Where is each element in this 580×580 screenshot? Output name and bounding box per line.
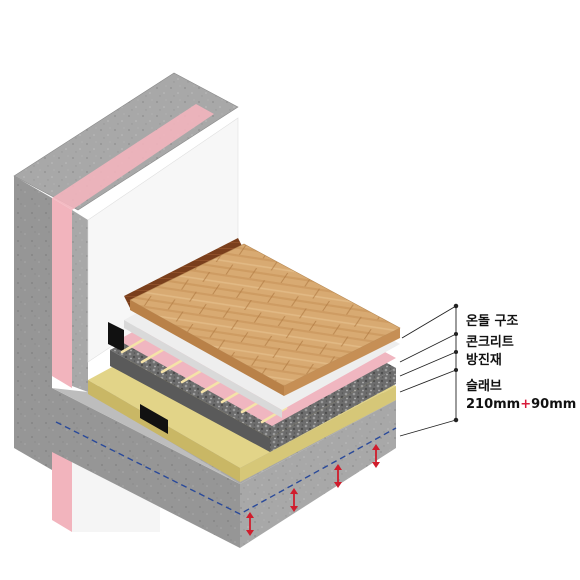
- wood-floor: [124, 238, 401, 396]
- wall-insulation-top: [52, 104, 214, 210]
- slab-thickness-a: 210mm: [466, 397, 520, 412]
- wall: [13, 72, 239, 532]
- label-ondol: 온돌 구조: [466, 314, 518, 329]
- gravel-right: [270, 368, 396, 452]
- label-slab-thickness: 210mm+90mm: [466, 397, 576, 412]
- black-spacer-block: [140, 404, 168, 434]
- arrow-icon: [246, 512, 254, 536]
- wall-outer-face: [14, 176, 52, 470]
- gravel-front: [110, 350, 270, 452]
- arrow-icon: [290, 488, 298, 512]
- wall-inner-strip: [72, 210, 88, 392]
- label-anti-vibration: 방진재: [466, 352, 502, 368]
- layer-labels: 온돌 구조 콘크리트 방진재 슬래브 210mm+90mm: [466, 314, 576, 412]
- label-concrete: 콘크리트: [466, 334, 514, 350]
- slab-dashed-line: [55, 421, 397, 515]
- leader-lines: [399, 303, 459, 437]
- wall-insulation-lower: [52, 436, 72, 532]
- slab-thickness-separator: +: [520, 397, 531, 412]
- slab-thickness-arrows: [246, 444, 380, 536]
- wall-insulation-front: [52, 198, 72, 388]
- wood-floor-right: [284, 328, 400, 396]
- yellow-board-right: [240, 386, 396, 482]
- arrow-icon: [372, 444, 380, 468]
- black-edge-block: [108, 322, 124, 352]
- white-membrane-front: [124, 320, 282, 418]
- arrow-icon: [334, 464, 342, 488]
- slab-front-left: [52, 388, 240, 548]
- slab-thickness-b: 90mm: [531, 397, 576, 412]
- label-slab: 슬래브: [466, 379, 502, 394]
- wood-floor-front: [130, 300, 284, 396]
- slab-top-band: [52, 388, 240, 484]
- slab-front-right: [240, 400, 396, 548]
